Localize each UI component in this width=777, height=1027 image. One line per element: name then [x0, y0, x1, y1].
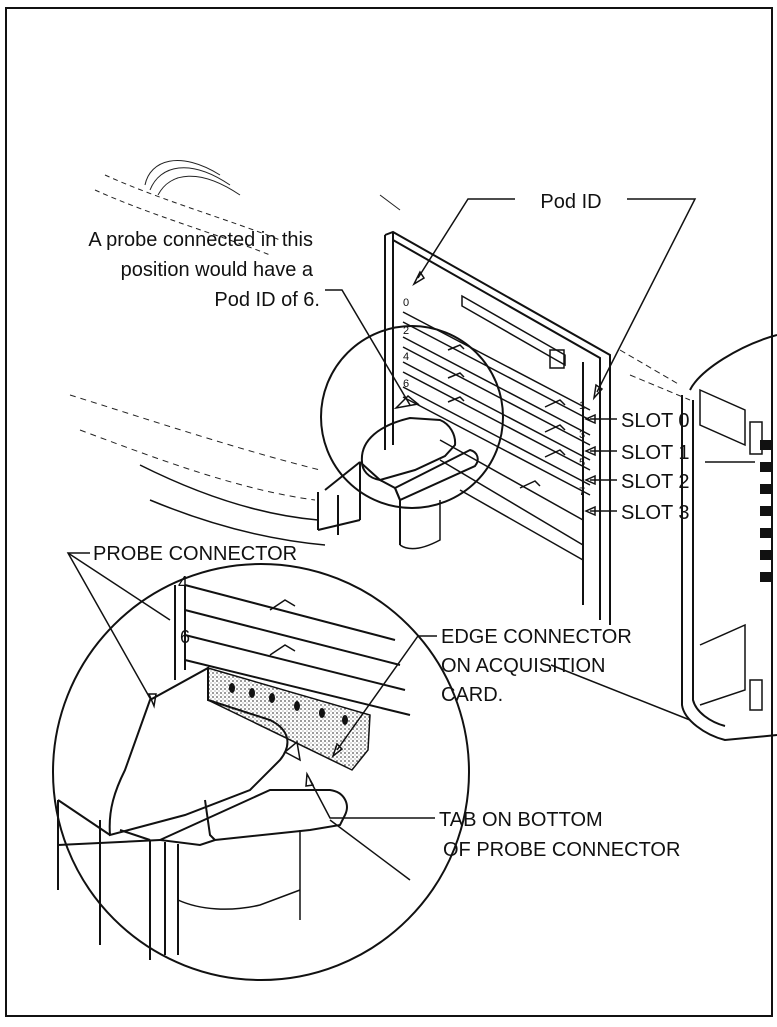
instrument-chassis [619, 334, 777, 742]
detail-pod-number-6: 6 [180, 627, 190, 647]
edge-connector-line-2: ON ACQUISITION [441, 655, 605, 677]
slot-2-label: SLOT 2 [621, 471, 690, 493]
slot-1-label: SLOT 1 [621, 442, 690, 464]
pod-id-label: Pod ID [540, 191, 601, 213]
tab-line-1: TAB ON BOTTOM [439, 809, 603, 831]
pod-number-1: 1 [579, 400, 585, 412]
pod-number-5: 5 [579, 457, 585, 469]
pod-number-6: 6 [403, 378, 409, 390]
pod-numbers-left: 0 2 4 6 [403, 297, 409, 390]
background-cables [69, 160, 401, 546]
probe-note-line-2: position would have a [121, 259, 314, 281]
edge-connector-line-3: CARD. [441, 684, 503, 706]
slot-3-label: SLOT 3 [621, 502, 690, 524]
card-cage [384, 230, 611, 625]
edge-connector-line-1: EDGE CONNECTOR [441, 626, 632, 648]
tab-line-2: OF PROBE CONNECTOR [443, 839, 680, 861]
leader-lines [66, 198, 755, 819]
probe-note-line-1: A probe connected in this [88, 229, 313, 251]
probe-connector-label: PROBE CONNECTOR [93, 543, 297, 565]
probe-note-line-3: Pod ID of 6. [214, 289, 320, 311]
pod-number-7: 7 [579, 486, 585, 498]
pod-number-0: 0 [403, 297, 409, 309]
pod-number-2: 2 [403, 325, 409, 337]
slot-0-label: SLOT 0 [621, 410, 690, 432]
detail-circle-small [317, 325, 504, 550]
pod-number-4: 4 [403, 351, 409, 363]
pod-numbers-right: 1 3 5 7 [579, 400, 585, 498]
pod-number-3: 3 [579, 429, 585, 441]
detail-pod-number-4: 4 [178, 573, 188, 593]
detail-circle-large [52, 563, 470, 981]
